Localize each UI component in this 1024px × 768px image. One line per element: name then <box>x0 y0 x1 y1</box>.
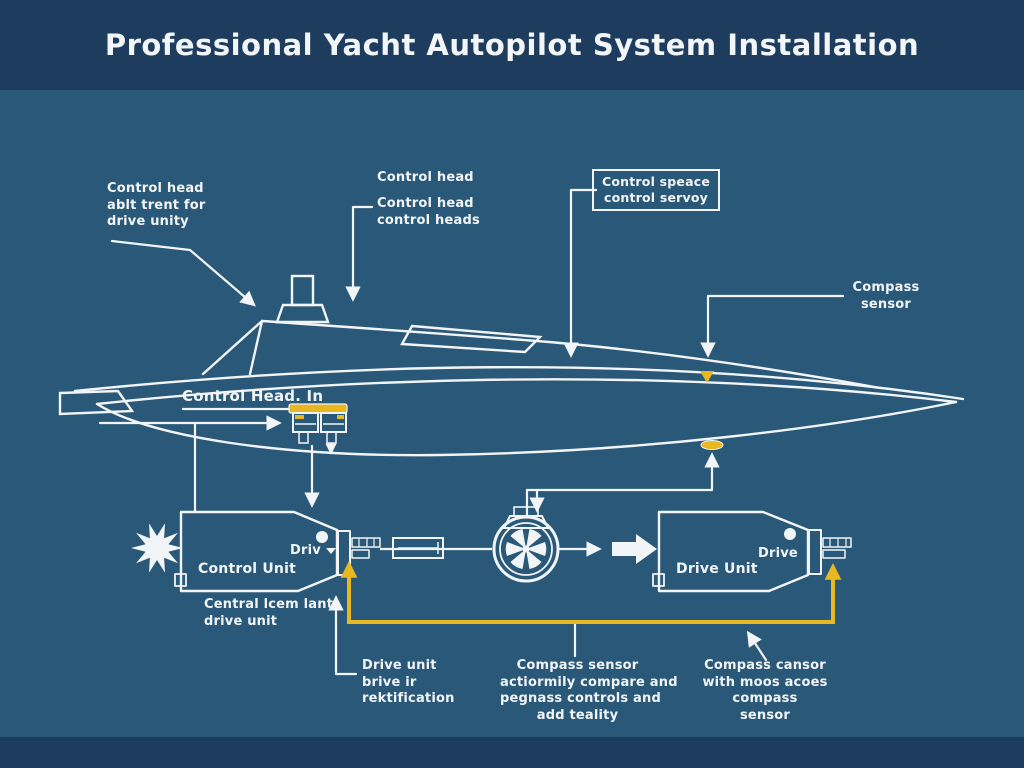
page-title: Professional Yacht Autopilot System Inst… <box>104 28 920 62</box>
control-head-device <box>288 403 348 444</box>
mast <box>290 274 315 307</box>
drive-line <box>380 537 602 559</box>
leader-arrows <box>98 188 845 676</box>
cabin-window <box>400 324 543 354</box>
arrow-right-note-to-gold-line <box>746 630 768 662</box>
control-unit-box <box>174 510 381 593</box>
deck-sensor-mark <box>700 371 714 383</box>
label-control-head-left: Control head ablt trent for drive unity <box>107 181 206 230</box>
drive-unit-box <box>652 510 852 593</box>
fan-pump <box>492 506 560 583</box>
arrow-control-heads-to-cabin <box>345 205 374 302</box>
block-arrow <box>612 534 657 564</box>
control-unit-port-label: Driv <box>290 543 336 560</box>
label-compass-note-center: Compass sensor actiormily compare and pe… <box>500 658 678 723</box>
label-control-heads: Control head control heads <box>377 196 480 228</box>
drive-unit-port-label: Drive <box>758 546 798 561</box>
arrow-compass-label-to-deck <box>700 294 845 358</box>
cabin-front-slant <box>201 319 264 376</box>
title-band: Professional Yacht Autopilot System Inst… <box>0 0 1024 90</box>
inline-connector <box>392 537 444 559</box>
control-unit-name: Control Unit <box>198 561 296 577</box>
label-control-head-in: Control Head. In <box>182 387 324 405</box>
arrow-left-label-to-cabin <box>110 239 256 307</box>
mast-base <box>275 303 330 324</box>
hull-bottom <box>95 400 958 457</box>
rub-rail-line <box>95 378 958 406</box>
arrow-speace-box-to-deck <box>563 188 598 358</box>
drive-unit-name: Drive Unit <box>676 561 758 577</box>
sheer-line <box>73 365 965 401</box>
label-compass-sensor: Compass sensor <box>852 280 920 312</box>
indicator-dot <box>784 528 796 540</box>
windshield-divider <box>248 319 264 376</box>
label-control-speace-box: Control speace control servoy <box>592 169 721 211</box>
caret-down-icon <box>325 547 336 554</box>
indicator-dot <box>316 531 328 543</box>
cabin-roof <box>260 319 882 390</box>
gold-feedback-path <box>340 560 842 624</box>
label-control-head-top: Control head <box>377 170 474 185</box>
fan-blades <box>505 529 547 569</box>
bottom-band <box>0 737 1024 768</box>
label-drive-unit-note: Drive unit brive ir rektification <box>362 658 455 707</box>
yacht-hull <box>58 274 965 457</box>
hull-compass-sensor <box>700 440 724 450</box>
bow-platform <box>58 389 135 416</box>
label-compass-note-right: Compass cansor with moos acoes compass s… <box>702 658 828 723</box>
rudder-burst-icon <box>131 523 183 573</box>
label-central-lcem: Central lcem lant drive unit <box>204 597 334 629</box>
